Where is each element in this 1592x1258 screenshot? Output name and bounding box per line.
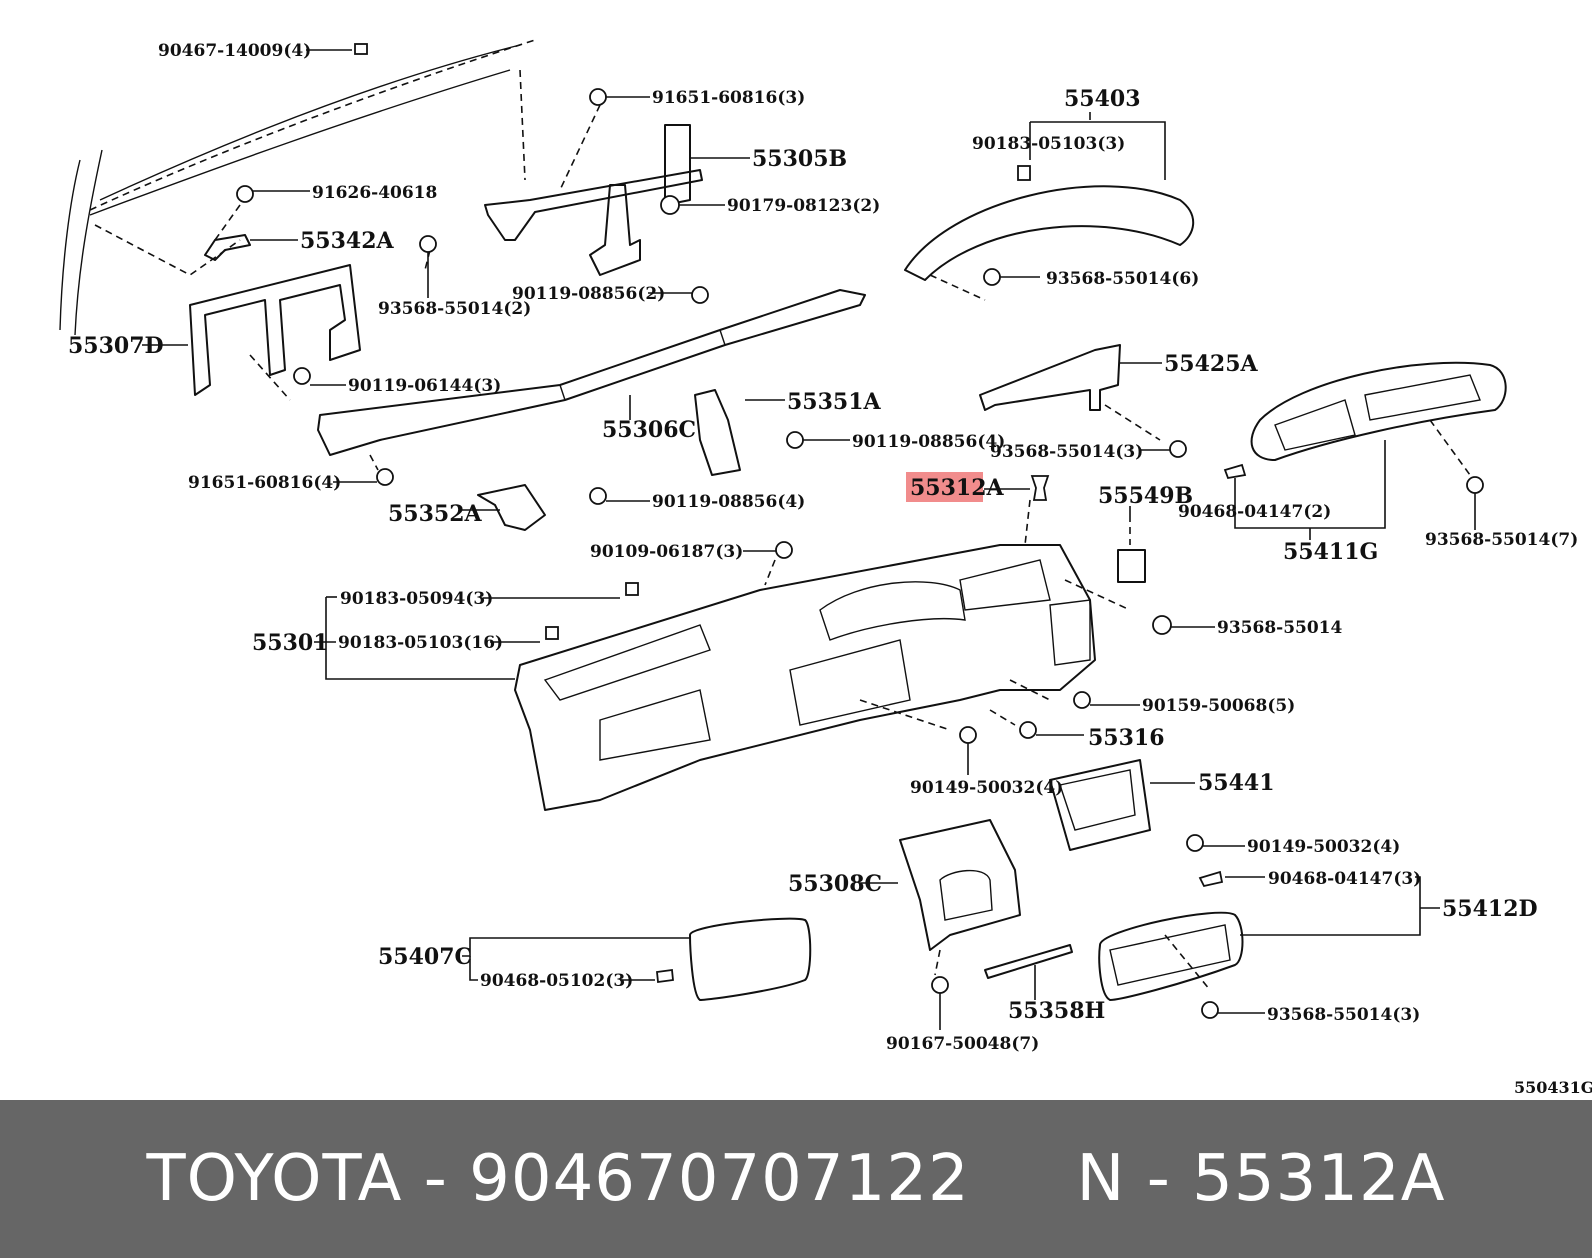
footer-bar: TOYOTA - 904670707122 N - 55312A (0, 1100, 1592, 1258)
label-55306C: 55306C (602, 417, 696, 443)
label-90109-06187: 90109-06187(3) (590, 542, 743, 562)
label-55407C: 55407C (378, 944, 472, 970)
label-90183-05103-3: 90183-05103(3) (972, 134, 1125, 154)
label-55308C: 55308C (788, 871, 882, 897)
part-55308C (899, 819, 1021, 976)
label-55549B: 55549B (1098, 483, 1193, 509)
part-55306C (317, 289, 866, 471)
part-labels: 90467-14009(4) 91651-60816(3) 55305B 916… (68, 41, 1592, 1097)
label-55403: 55403 (1064, 86, 1141, 112)
label-55305B: 55305B (752, 146, 847, 172)
label-90149-50032-4a: 90149-50032(4) (910, 778, 1063, 798)
part-55351A (694, 389, 741, 476)
label-93568-55014: 93568-55014 (1217, 618, 1343, 638)
label-55312A: 55312A (910, 475, 1005, 501)
label-93568-55014-3b: 93568-55014(3) (1267, 1005, 1420, 1025)
label-55351A: 55351A (787, 389, 882, 415)
part-55342A (204, 204, 251, 261)
label-55307D: 55307D (68, 333, 164, 359)
body-outline (59, 39, 536, 336)
label-93568-55014-6: 93568-55014(6) (1046, 269, 1199, 289)
label-93568-55014-3a: 93568-55014(3) (990, 442, 1143, 462)
part-55403 (904, 185, 1195, 301)
leader-lines (142, 49, 1476, 1030)
label-55352A: 55352A (388, 501, 483, 527)
label-55358H: 55358H (1008, 998, 1105, 1024)
label-90183-05094: 90183-05094(3) (340, 589, 493, 609)
label-90468-04147-2: 90468-04147(2) (1178, 502, 1331, 522)
label-90119-08856-2: 90119-08856(2) (512, 284, 665, 304)
label-93568-55014-7: 93568-55014(7) (1425, 530, 1578, 550)
label-55301: 55301 (252, 630, 329, 656)
label-90167-50048: 90167-50048(7) (886, 1034, 1039, 1054)
label-55412D: 55412D (1442, 896, 1538, 922)
label-90179-08123: 90179-08123(2) (727, 196, 880, 216)
label-55316: 55316 (1088, 725, 1165, 751)
part-55307D (189, 249, 431, 401)
part-55425A (979, 344, 1161, 441)
illustration-reference: 550431G (1514, 1078, 1592, 1097)
label-90159-50068: 90159-50068(5) (1142, 696, 1295, 716)
part-55412D (1098, 911, 1244, 1001)
part-55352A (477, 484, 546, 531)
label-55411G: 55411G (1283, 539, 1378, 565)
label-55441: 55441 (1198, 770, 1275, 796)
label-90119-08856-4a: 90119-08856(4) (852, 432, 1005, 452)
label-90183-05103-16: 90183-05103(16) (338, 633, 503, 653)
label-55425A: 55425A (1164, 351, 1259, 377)
part-55407C (689, 917, 812, 1001)
footer-part-number: TOYOTA - 904670707122 N - 55312A (146, 1142, 1446, 1216)
fasteners (236, 43, 1484, 1019)
part-55358H (984, 944, 1073, 979)
part-55305B (484, 104, 703, 276)
label-90119-08856-4b: 90119-08856(4) (652, 492, 805, 512)
highlight-55312A (906, 472, 983, 502)
part-55549B (1117, 515, 1146, 583)
part-55411G (1250, 361, 1507, 476)
part-55301 (514, 499, 1131, 811)
label-91651-60816-3: 91651-60816(3) (652, 88, 805, 108)
label-90468-04147-3: 90468-04147(3) (1268, 869, 1421, 889)
label-90468-05102: 90468-05102(3) (480, 971, 633, 991)
label-90467-14009: 90467-14009(4) (158, 41, 311, 61)
parts-diagram: 90467-14009(4) 91651-60816(3) 55305B 916… (59, 39, 1592, 1097)
label-90149-50032-4b: 90149-50032(4) (1247, 837, 1400, 857)
label-93568-55014-2: 93568-55014(2) (378, 299, 531, 319)
label-55342A: 55342A (300, 228, 395, 254)
label-90119-06144: 90119-06144(3) (348, 376, 501, 396)
part-55441 (1049, 759, 1151, 851)
label-91651-60816-4: 91651-60816(4) (188, 473, 341, 493)
label-91626-40618: 91626-40618 (312, 183, 437, 203)
